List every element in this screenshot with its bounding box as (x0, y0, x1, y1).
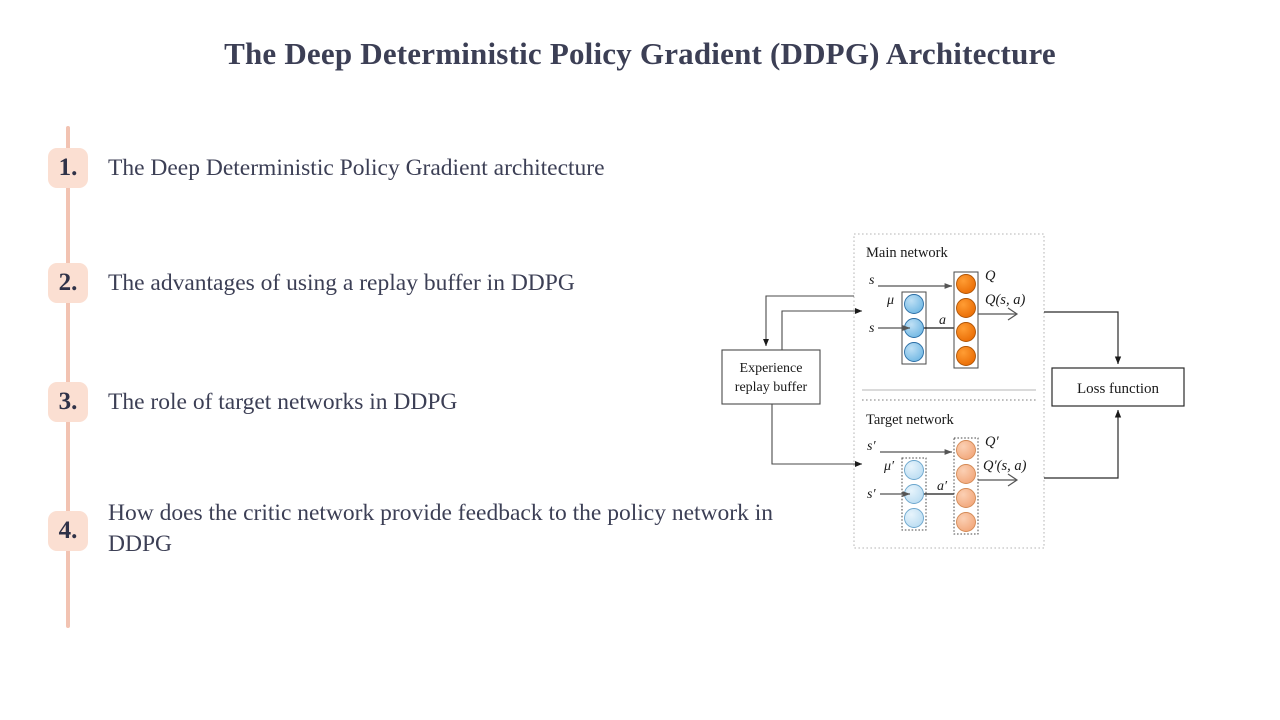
agenda-badge-2: 2. (48, 263, 88, 303)
main-to-buffer-arrow (763, 295, 854, 347)
target-actor-node (904, 508, 924, 528)
agenda-text-1: The Deep Deterministic Policy Gradient a… (108, 155, 605, 181)
agenda-text-2: The advantages of using a replay buffer … (108, 270, 575, 296)
experience-replay-buffer-label-line1: Experience (740, 361, 803, 376)
agenda-badge-1: 1. (48, 148, 88, 188)
target-policy-label: μ′ (883, 459, 895, 474)
main-q-to-loss-arrow (1044, 311, 1122, 365)
main-critic-node (956, 322, 976, 342)
loss-function-label: Loss function (1077, 381, 1160, 397)
target-q-output-arrowhead (1007, 473, 1019, 487)
page-title: The Deep Deterministic Policy Gradient (… (224, 36, 1056, 71)
agenda-text-4: How does the critic network provide feed… (108, 500, 773, 557)
target-critic-node (956, 440, 976, 460)
loss-function-box[interactable] (1051, 367, 1185, 407)
target-network-label: Target network (866, 412, 954, 428)
agenda-badge-4: 4. (48, 511, 88, 551)
main-state-bottom-label: s (869, 321, 875, 336)
target-q-output-label: Q′(s, a) (983, 458, 1027, 474)
buffer-to-main-arrow (781, 308, 863, 350)
target-state-top-label: s′ (867, 439, 876, 454)
target-q-label: Q′ (985, 434, 999, 450)
main-network-label: Main network (866, 245, 948, 261)
main-critic-node (956, 346, 976, 366)
main-critic-node (956, 274, 976, 294)
main-actor-node (904, 294, 924, 314)
main-policy-label: μ (886, 293, 894, 308)
main-q-label: Q (985, 268, 996, 284)
target-critic-node (956, 464, 976, 484)
target-action-label: a′ (937, 479, 948, 494)
experience-replay-buffer-label-line2: replay buffer (735, 380, 808, 395)
experience-replay-buffer-box[interactable] (721, 349, 821, 405)
main-q-output-arrowhead (1007, 307, 1019, 321)
main-state-top-label: s (869, 273, 875, 288)
target-state-bottom-label: s′ (867, 487, 876, 502)
agenda-text-3: The role of target networks in DDPG (108, 389, 458, 415)
main-q-output-label: Q(s, a) (985, 292, 1025, 308)
ddpg-architecture-diagram: Main network s μ s a Q (706, 228, 1226, 558)
target-critic-node (956, 512, 976, 532)
buffer-to-target-arrow (771, 404, 863, 467)
main-action-label: a (939, 313, 946, 328)
agenda-badge-3: 3. (48, 382, 88, 422)
timeline-rail (66, 126, 70, 628)
target-actor-node (904, 460, 924, 480)
target-q-to-loss-arrow (1044, 409, 1122, 479)
main-critic-node (956, 298, 976, 318)
target-critic-node (956, 488, 976, 508)
main-actor-node (904, 342, 924, 362)
networks-outer-panel (853, 233, 1045, 549)
